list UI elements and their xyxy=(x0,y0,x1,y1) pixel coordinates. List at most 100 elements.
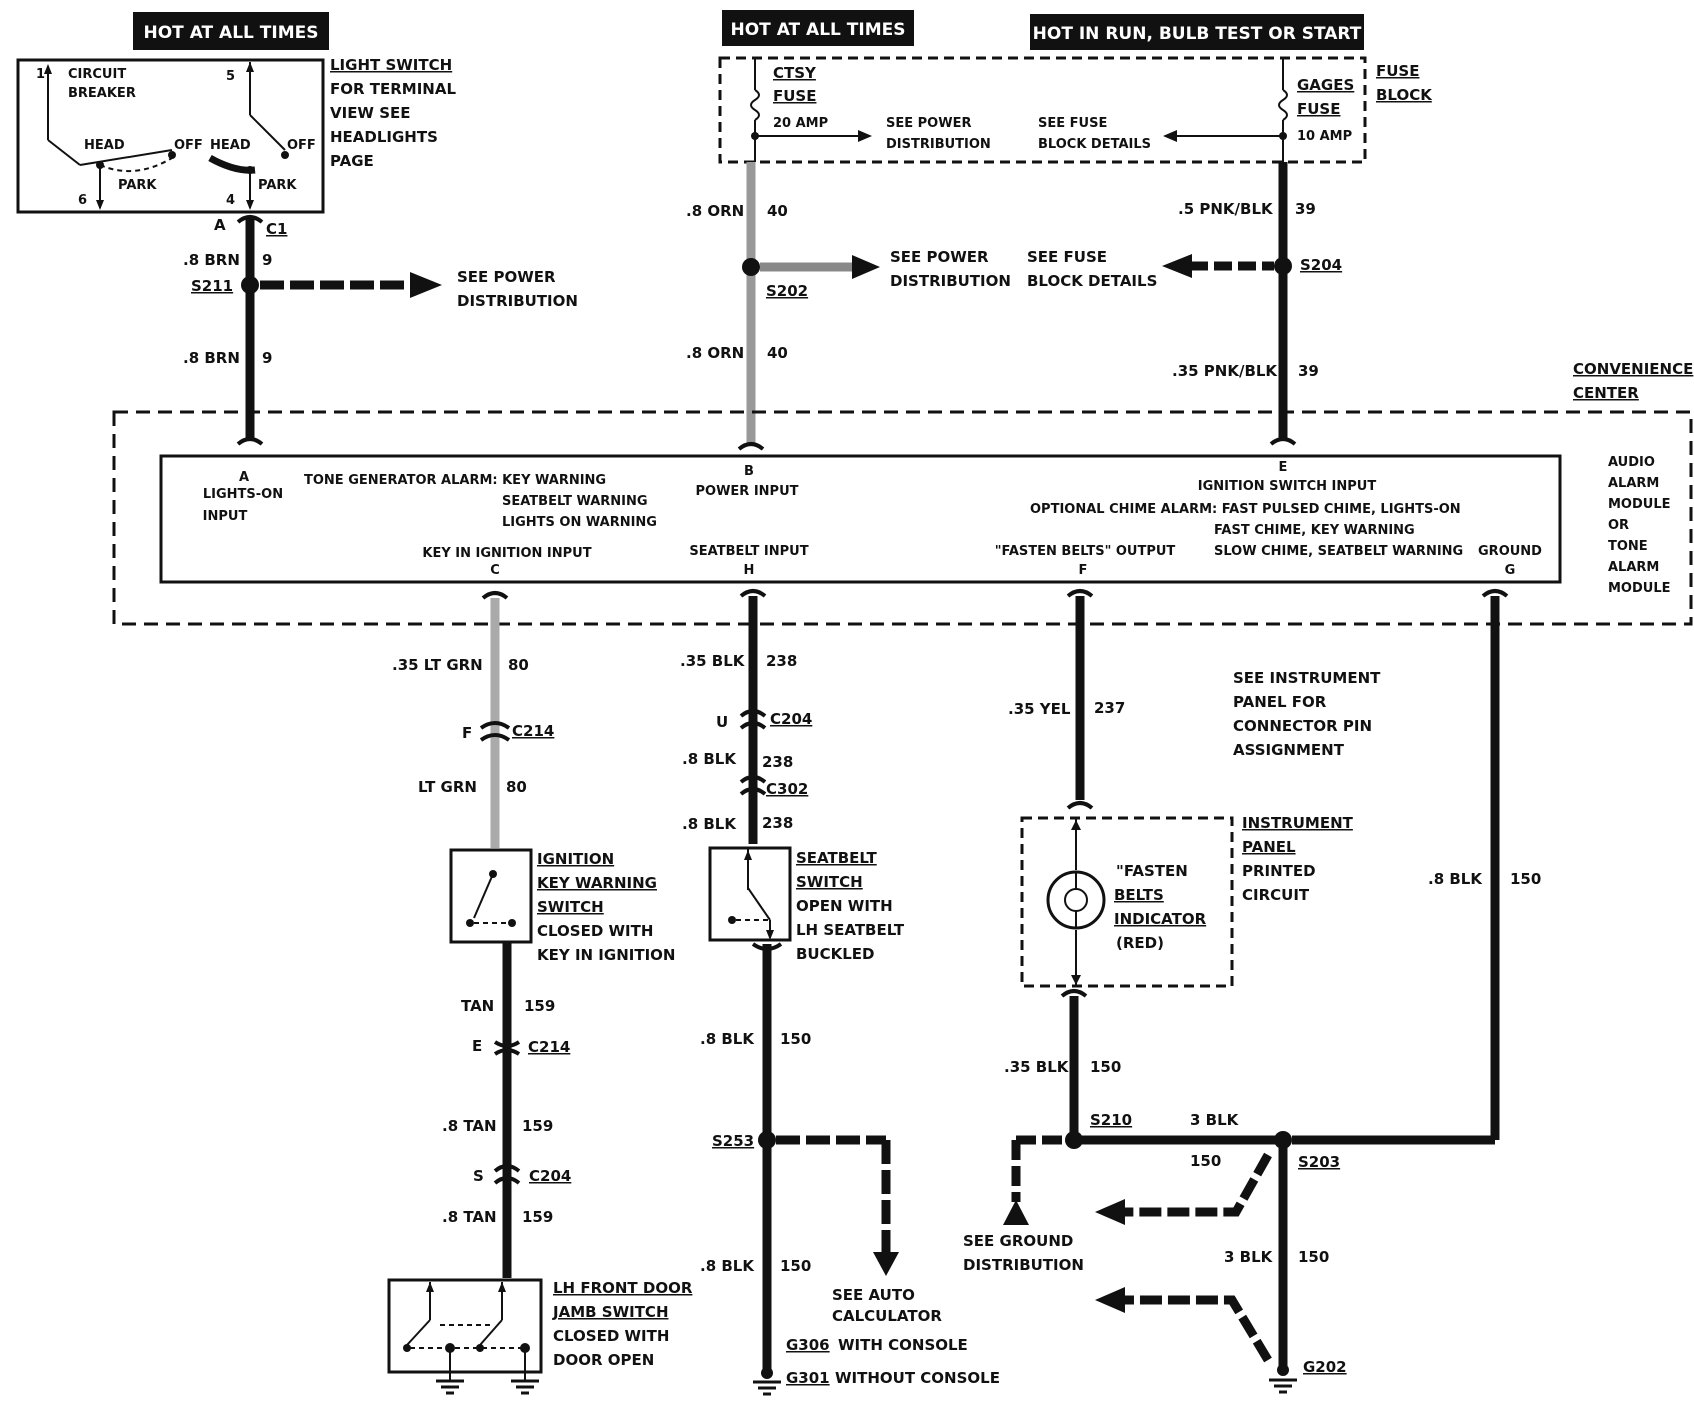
park-label-2: PARK xyxy=(258,178,297,193)
ign-key-label-3: SWITCH xyxy=(537,898,604,916)
pin-g-label: G xyxy=(1505,563,1516,578)
pin-5-label: 5 xyxy=(226,69,235,84)
ignition-key-warning-switch: IGNITION KEY WARNING SWITCH CLOSED WITH … xyxy=(449,848,675,964)
splice-s253-label: S253 xyxy=(712,1132,754,1150)
seatbelt-switch-label-5: BUCKLED xyxy=(796,945,875,963)
wire-blk-150-indicator: .35 BLK 150 S210 SEE GROUND DISTRIBUTION… xyxy=(963,989,1340,1274)
wire-blk150-num-4: 150 xyxy=(1510,870,1541,888)
wire-yel-237: .35 YEL 237 SEE INSTRUMENT PANEL FOR CON… xyxy=(1008,589,1381,810)
audio-label-4: OR xyxy=(1608,518,1629,533)
see-power-3-line-2: DISTRIBUTION xyxy=(890,272,1011,290)
wire-tan-num-1: 159 xyxy=(524,997,555,1015)
ip-circuit-label-3: PRINTED xyxy=(1242,862,1316,880)
fuse-block: FUSE BLOCK CTSY FUSE 20 AMP SEE POWER DI… xyxy=(718,56,1433,164)
see-power-2-line-2: DISTRIBUTION xyxy=(457,292,578,310)
wire-blk150-label-3: .35 BLK xyxy=(1004,1058,1070,1076)
circuit-breaker-label-1: CIRCUIT xyxy=(68,67,126,82)
wire-blk150-label-4: .8 BLK xyxy=(1428,870,1483,888)
see-ground-label-2: DISTRIBUTION xyxy=(963,1256,1084,1274)
lights-on-label-1: LIGHTS-ON xyxy=(203,487,283,502)
wire-ltgrn-num-1: 80 xyxy=(508,656,529,674)
with-console-label: WITH CONSOLE xyxy=(838,1336,968,1354)
audio-label-1: AUDIO xyxy=(1608,455,1655,470)
ctsy-fuse-label-1: CTSY xyxy=(773,64,817,82)
audio-label-2: ALARM xyxy=(1608,476,1659,491)
fasten-belts-bulb-icon xyxy=(1046,870,1106,930)
wire-blk238-num-1: 238 xyxy=(766,652,797,670)
light-switch-title: LIGHT SWITCH xyxy=(330,56,452,74)
wire-blk238-num-2: 238 xyxy=(762,753,793,771)
fasten-indicator-label-2: BELTS xyxy=(1114,886,1164,904)
ign-key-label-4: CLOSED WITH xyxy=(537,922,653,940)
header-hot-mid: HOT AT ALL TIMES xyxy=(722,10,914,46)
convenience-label-2: CENTER xyxy=(1573,384,1639,402)
header-hot-mid-text: HOT AT ALL TIMES xyxy=(731,20,906,40)
wire-brn-num-1: 9 xyxy=(262,251,272,269)
seatbelt-warning-label: SEATBELT WARNING xyxy=(502,494,648,509)
pin-a-label: A xyxy=(239,470,249,485)
wire-blk150-num-2: 150 xyxy=(780,1257,811,1275)
wire-blk150-num-3: 150 xyxy=(1090,1058,1121,1076)
splice-s211-label: S211 xyxy=(191,277,233,295)
light-switch-line-2: FOR TERMINAL xyxy=(330,80,456,98)
fasten-indicator-label-4: (RED) xyxy=(1116,934,1164,952)
ign-key-label-5: KEY IN IGNITION xyxy=(537,946,675,964)
connector-c214-e-pin: E xyxy=(472,1037,482,1055)
ctsy-fuse-amp: 20 AMP xyxy=(773,116,828,131)
wire-3blk-num-a: 150 xyxy=(1190,1152,1221,1170)
fuse-block-label-2: BLOCK xyxy=(1376,86,1433,104)
see-ip-label-2: PANEL FOR xyxy=(1233,693,1327,711)
wire-blk238-label-3: .8 BLK xyxy=(682,815,737,833)
without-console-label: WITHOUT CONSOLE xyxy=(835,1369,1000,1387)
connector-c214-f-pin: F xyxy=(462,724,472,742)
audio-label-7: MODULE xyxy=(1608,581,1671,596)
wire-tan-label-1: TAN xyxy=(461,997,494,1015)
pin-4-label: 4 xyxy=(226,193,235,208)
fuse-see-power-2: DISTRIBUTION xyxy=(886,137,991,152)
wire-yel-label: .35 YEL xyxy=(1008,700,1071,718)
wire-tan-label-2: .8 TAN xyxy=(442,1117,497,1135)
see-ground-label-1: SEE GROUND xyxy=(963,1232,1073,1250)
fast-chime-label: FAST CHIME, KEY WARNING xyxy=(1214,523,1415,538)
fasten-indicator-label-1: "FASTEN xyxy=(1116,862,1188,880)
wire-3blk-num-b: 150 xyxy=(1298,1248,1329,1266)
wire-blk238-num-3: 238 xyxy=(762,814,793,832)
audio-label-3: MODULE xyxy=(1608,497,1671,512)
ign-key-label-1: IGNITION xyxy=(537,850,614,868)
park-label-1: PARK xyxy=(118,178,157,193)
header-hot-run-text: HOT IN RUN, BULB TEST OR START xyxy=(1033,24,1362,44)
light-switch-line-5: PAGE xyxy=(330,152,374,170)
ignition-switch-input-label: IGNITION SWITCH INPUT xyxy=(1198,479,1377,494)
see-ip-label-4: ASSIGNMENT xyxy=(1233,741,1345,759)
wire-3blk-label-b: 3 BLK xyxy=(1224,1248,1274,1266)
wire-orn-label-1: .8 ORN xyxy=(686,202,744,220)
wire-blk150-label-2: .8 BLK xyxy=(700,1257,755,1275)
ground-label: GROUND xyxy=(1478,544,1542,559)
tone-generator-label: TONE GENERATOR ALARM: KEY WARNING xyxy=(304,473,606,488)
seatbelt-switch: SEATBELT SWITCH OPEN WITH LH SEATBELT BU… xyxy=(708,846,905,963)
pin-1-label: 1 xyxy=(36,67,45,82)
ip-circuit-label-1: INSTRUMENT xyxy=(1242,814,1354,832)
see-fuse-2-line-2: BLOCK DETAILS xyxy=(1027,272,1157,290)
fuse-block-label-1: FUSE xyxy=(1376,62,1419,80)
wire-blk150-num-1: 150 xyxy=(780,1030,811,1048)
ground-g202-label: G202 xyxy=(1303,1358,1347,1376)
door-jamb-label-4: DOOR OPEN xyxy=(553,1351,654,1369)
lh-front-door-jamb-switch: LH FRONT DOOR JAMB SWITCH CLOSED WITH DO… xyxy=(387,1278,693,1395)
power-input-label: POWER INPUT xyxy=(695,484,798,499)
gages-fuse-label-2: FUSE xyxy=(1297,100,1340,118)
seatbelt-switch-label-1: SEATBELT xyxy=(796,849,877,867)
connector-c204-u-pin: U xyxy=(716,713,728,731)
wire-orn-num-1: 40 xyxy=(767,202,788,220)
see-power-3-line-1: SEE POWER xyxy=(890,248,989,266)
wire-pnk-num-2: 39 xyxy=(1298,362,1319,380)
key-in-ignition-label: KEY IN IGNITION INPUT xyxy=(422,546,591,561)
ip-circuit-label-2: PANEL xyxy=(1242,838,1296,856)
wire-orn-num-2: 40 xyxy=(767,344,788,362)
door-jamb-label-3: CLOSED WITH xyxy=(553,1327,669,1345)
wire-blk-150-ground: .8 BLK 150 xyxy=(1292,589,1541,1145)
optional-chime-label: OPTIONAL CHIME ALARM: FAST PULSED CHIME,… xyxy=(1030,502,1461,517)
ground-g202-branch: 3 BLK 150 G202 xyxy=(1095,1140,1347,1394)
see-ip-label-1: SEE INSTRUMENT xyxy=(1233,669,1381,687)
